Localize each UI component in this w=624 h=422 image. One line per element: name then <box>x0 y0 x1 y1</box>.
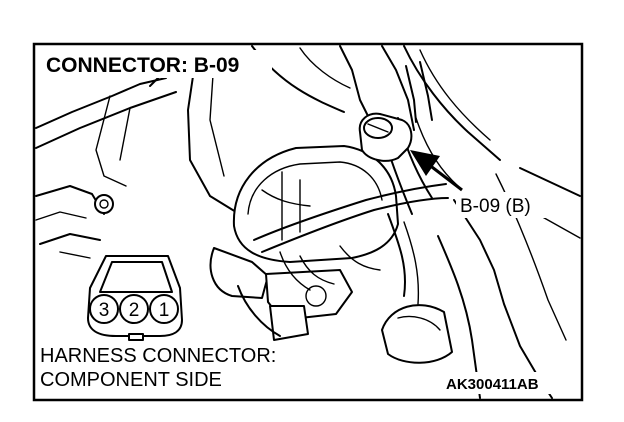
harness-connector-face: 3 2 1 <box>87 255 183 341</box>
engine-bay-illustration <box>35 45 581 399</box>
figure-code: AK300411AB <box>446 376 539 393</box>
caption-line-1: HARNESS CONNECTOR: <box>40 345 276 367</box>
caption-line-2: COMPONENT SIDE <box>40 369 222 391</box>
pin-3-label: 3 <box>99 300 110 321</box>
diagram-title: CONNECTOR: B-09 <box>46 54 239 77</box>
pin-2-label: 2 <box>129 300 140 321</box>
callout-arrow <box>410 150 463 192</box>
pin-2: 2 <box>119 294 149 324</box>
pin-3: 3 <box>89 294 119 324</box>
pin-1-label: 1 <box>159 300 170 321</box>
callout-label: B-09 (B) <box>460 196 531 217</box>
pin-1: 1 <box>149 294 179 324</box>
